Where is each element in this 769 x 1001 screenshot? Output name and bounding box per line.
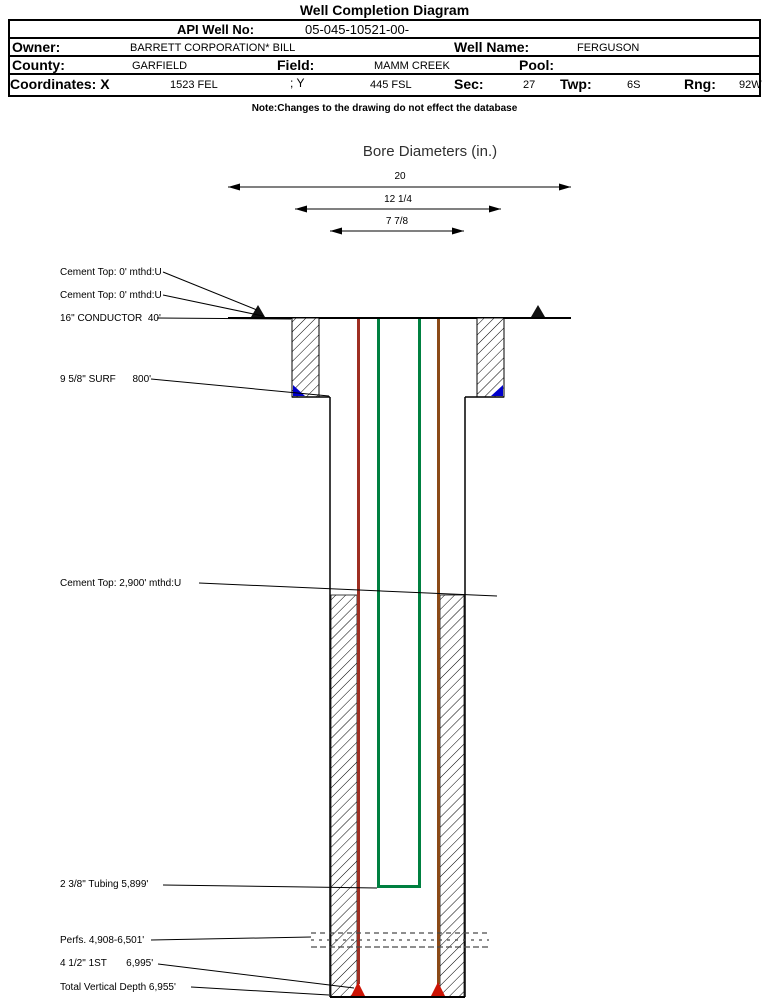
annotation-cement-top-0-b: Cement Top: 0' mthd:U bbox=[60, 290, 162, 301]
casing-shoe-left bbox=[351, 982, 365, 996]
county-label: County: bbox=[12, 57, 65, 73]
field-value: MAMM CREEK bbox=[374, 60, 450, 72]
conductor-shoe-marker-right bbox=[491, 385, 503, 396]
owner-value: BARRETT CORPORATION* BILL bbox=[130, 42, 296, 54]
dimension-label-12-1-4: 12 1/4 bbox=[382, 194, 414, 205]
sec-label: Sec: bbox=[454, 76, 484, 92]
production-cement-right bbox=[439, 594, 465, 998]
api-well-no-value: 05-045-10521-00- bbox=[305, 22, 410, 37]
conductor-cement-right bbox=[476, 317, 505, 398]
annotation-surface-casing: 9 5/8" SURF 800' bbox=[60, 374, 152, 385]
annotation-conductor: 16" CONDUCTOR 40' bbox=[60, 313, 161, 324]
tubing-string bbox=[377, 319, 421, 888]
annotation-cement-top-0-a: Cement Top: 0' mthd:U bbox=[60, 267, 162, 278]
api-well-no-label: API Well No: bbox=[177, 22, 255, 37]
row-separator bbox=[10, 37, 759, 39]
annotation-production-casing: 4 1/2" 1ST 6,995' bbox=[60, 958, 154, 969]
twp-value: 6S bbox=[627, 79, 641, 91]
bore-diameters-title: Bore Diameters (in.) bbox=[362, 143, 498, 160]
rng-label: Rng: bbox=[684, 76, 716, 92]
dimension-label-7-7-8: 7 7/8 bbox=[383, 216, 411, 227]
coordinate-x-value: 1523 FEL bbox=[170, 79, 218, 91]
field-label: Field: bbox=[277, 57, 315, 73]
perforation-marks bbox=[311, 932, 489, 948]
annotation-cement-top-2900: Cement Top: 2,900' mthd:U bbox=[60, 578, 182, 589]
annotation-total-vertical-depth: Total Vertical Depth 6,955' bbox=[60, 982, 176, 993]
rng-value: 92W bbox=[739, 79, 762, 91]
owner-label: Owner: bbox=[12, 39, 61, 55]
surface-cement-marker-left bbox=[251, 305, 265, 317]
coordinate-y-label: ; Y bbox=[290, 76, 305, 90]
well-info-table: API Well No: 05-045-10521-00- Owner: BAR… bbox=[8, 19, 762, 97]
dimension-arrow-7-7-8 bbox=[330, 227, 464, 235]
well-name-label: Well Name: bbox=[454, 39, 530, 55]
surface-cement-marker-right bbox=[531, 305, 545, 317]
page-title: Well Completion Diagram bbox=[299, 2, 470, 18]
annotation-perfs: Perfs. 4,908-6,501' bbox=[60, 935, 145, 946]
coordinates-label: Coordinates: X bbox=[10, 76, 110, 92]
coordinate-y-value: 445 FSL bbox=[370, 79, 412, 91]
production-cement-left bbox=[330, 594, 358, 998]
well-name-value: FERGUSON bbox=[577, 42, 640, 54]
dimension-arrow-20 bbox=[228, 183, 571, 191]
annotation-tubing: 2 3/8" Tubing 5,899' bbox=[60, 879, 149, 890]
twp-label: Twp: bbox=[560, 76, 592, 92]
pool-label: Pool: bbox=[519, 57, 554, 73]
dimension-arrow-12-1-4 bbox=[295, 205, 501, 213]
row-separator bbox=[10, 55, 759, 57]
conductor-cement-left bbox=[291, 317, 320, 398]
row-separator bbox=[10, 73, 759, 75]
conductor-shoe-marker-left bbox=[293, 385, 305, 396]
casing-shoe-right bbox=[431, 982, 445, 996]
county-value: GARFIELD bbox=[132, 60, 188, 72]
database-note: Note:Changes to the drawing do not effec… bbox=[251, 103, 518, 114]
dimension-label-20: 20 bbox=[392, 171, 408, 182]
sec-value: 27 bbox=[523, 79, 536, 91]
leader-lines bbox=[150, 271, 498, 996]
